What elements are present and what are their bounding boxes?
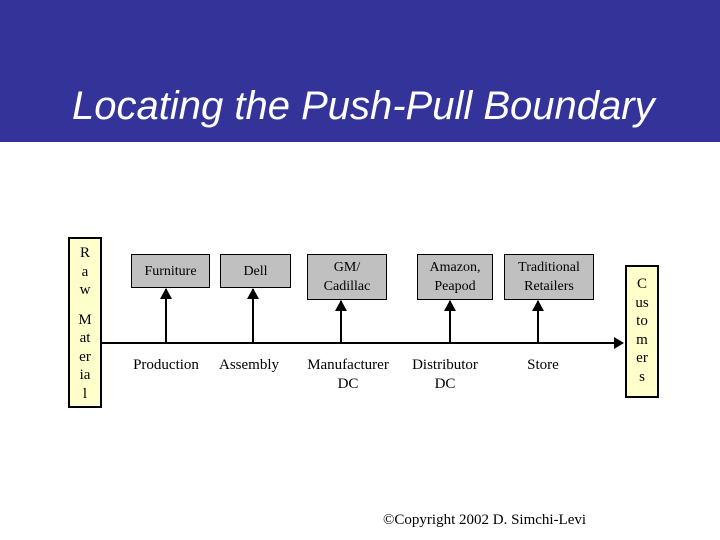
gm-cadillac-box-label: GM/ xyxy=(333,260,361,275)
customers-line: s xyxy=(639,368,645,385)
dell-box: Dell xyxy=(220,254,291,288)
furniture-box: Furniture xyxy=(131,254,210,288)
dell-box-label: Dell xyxy=(243,263,268,279)
title-header-band xyxy=(0,0,720,142)
customers-line: to xyxy=(636,313,648,329)
up-arrow-icon xyxy=(335,300,347,311)
store-label-text: Store xyxy=(527,357,559,373)
raw-material-line: ia xyxy=(79,367,91,383)
amazon-peapod-box: Amazon, Peapod xyxy=(417,254,493,300)
production-label: Production xyxy=(111,356,221,375)
gm-cadillac-box: GM/ Cadillac xyxy=(307,254,387,300)
raw-material-line: l xyxy=(82,385,88,402)
traditional-retailers-box-label: Retailers xyxy=(524,279,574,294)
distributor-dc-label-text: DC xyxy=(434,376,456,392)
customers-line: C xyxy=(636,276,647,292)
customers-line: er xyxy=(636,350,648,366)
customers-box: C us to m er s xyxy=(625,265,659,398)
raw-material-box: R a w M at er ia l xyxy=(68,237,102,408)
dell-stem-line xyxy=(252,289,254,343)
customers-line: us xyxy=(635,294,649,311)
amazon-peapod-stem-line xyxy=(449,301,451,343)
up-arrow-icon xyxy=(160,288,172,299)
timeline-line xyxy=(101,342,615,344)
slide-title: Locating the Push-Pull Boundary xyxy=(72,84,655,128)
gm-cadillac-box-label: Cadillac xyxy=(323,279,371,294)
traditional-retailers-stem-line xyxy=(537,301,539,343)
up-arrow-icon xyxy=(247,288,259,299)
raw-material-line: a xyxy=(81,263,89,280)
raw-material-line: R xyxy=(79,245,90,261)
raw-material-line: M xyxy=(78,311,92,328)
up-arrow-icon xyxy=(444,300,456,311)
copyright-text: ©Copyright 2002 D. Simchi-Levi xyxy=(383,512,587,528)
customers-line: m xyxy=(636,331,648,348)
assembly-label: Assembly xyxy=(194,356,304,375)
assembly-label-text: Assembly xyxy=(219,357,279,373)
manufacturer-dc-label-text: Manufacturer xyxy=(307,357,389,373)
raw-material-line: at xyxy=(79,330,91,346)
gm-cadillac-stem-line xyxy=(340,301,342,343)
distributor-dc-label: Distributor DC xyxy=(390,356,500,394)
amazon-peapod-box-label: Peapod xyxy=(434,279,476,294)
traditional-retailers-box: Traditional Retailers xyxy=(504,254,594,300)
manufacturer-dc-label-text: DC xyxy=(337,376,359,392)
up-arrow-icon xyxy=(532,300,544,311)
amazon-peapod-box-label: Amazon, xyxy=(429,260,481,275)
raw-material-line: w xyxy=(79,282,91,298)
raw-material-line: er xyxy=(79,348,91,365)
store-label: Store xyxy=(488,356,598,375)
distributor-dc-label-text: Distributor xyxy=(412,357,478,373)
furniture-stem-line xyxy=(165,289,167,343)
traditional-retailers-box-label: Traditional xyxy=(518,260,580,275)
right-arrow-icon xyxy=(614,337,624,349)
furniture-box-label: Furniture xyxy=(144,263,197,279)
manufacturer-dc-label: Manufacturer DC xyxy=(293,356,403,394)
production-label-text: Production xyxy=(133,357,199,373)
